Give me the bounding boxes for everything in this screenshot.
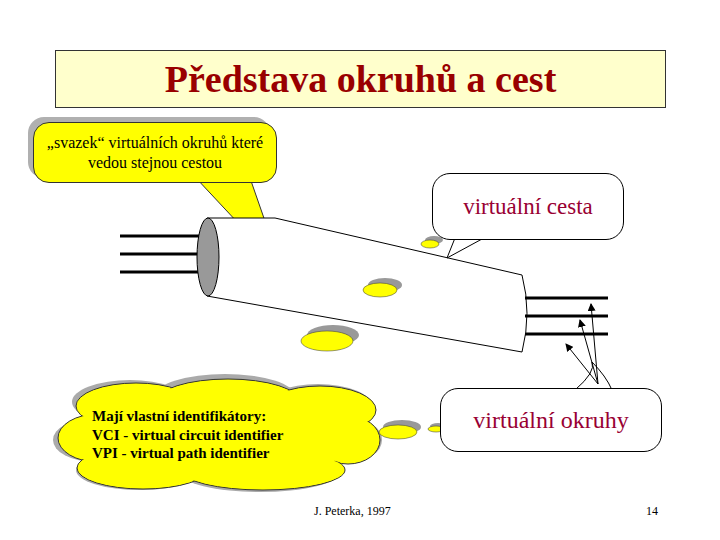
callout-text: VPI - virtual path identifier (92, 444, 270, 463)
title-box: Představa okruhů a cest (55, 50, 666, 108)
tube-end (522, 275, 527, 352)
circuit-line (525, 333, 608, 336)
callout-text: VCI - virtual circuit identifier (92, 426, 283, 445)
bubble (379, 425, 417, 439)
callout-text: virtuální okruhy (473, 407, 628, 434)
tube-edge (207, 296, 522, 352)
bubble (421, 240, 439, 248)
tube-edge (207, 218, 275, 219)
circuit-line (120, 253, 207, 256)
tube-mouth (197, 218, 219, 296)
pointer-arrow (591, 304, 598, 384)
bundle-callout: „svazek“ virtuálních okruhů které vedou … (33, 122, 277, 183)
bubble (301, 331, 353, 351)
cloud-shadow (53, 374, 382, 492)
circuit-line (525, 297, 608, 300)
bubble (363, 283, 397, 297)
circuit-line (120, 235, 207, 238)
callout-text: Mají vlastní identifikátory: (92, 407, 266, 426)
callout-text: „svazek“ virtuálních okruhů které vedou … (42, 133, 268, 171)
title-text: Představa okruhů a cest (165, 57, 557, 101)
pointer-arrow (566, 344, 598, 384)
path-callout: virtuální cesta (432, 173, 624, 240)
circuit-line (525, 315, 608, 318)
callout-tail (447, 238, 482, 258)
circuit-line (120, 271, 207, 274)
circuit-callout: virtuální okruhy (440, 388, 662, 452)
page-number: 14 (646, 504, 658, 519)
author-note: J. Peterka, 1997 (314, 504, 391, 519)
identifier-cloud: Mají vlastní identifikátory:VCI - virtua… (58, 380, 378, 490)
callout-text: virtuální cesta (463, 194, 593, 220)
